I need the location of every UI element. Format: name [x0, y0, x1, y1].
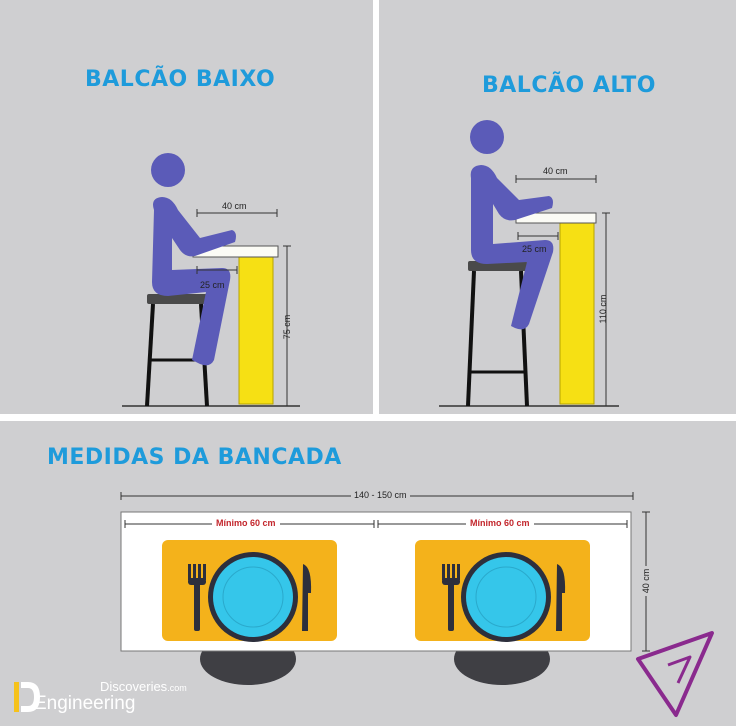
triangle-logo-icon	[636, 631, 714, 717]
knife-icon	[302, 564, 312, 631]
high-counter-illustration	[439, 120, 619, 407]
bench-panel: MEDIDAS DA BANCADA	[0, 421, 736, 726]
height-dimension-line	[602, 212, 610, 407]
discoveries-engineering-watermark: Discoveries.com Engineering	[12, 678, 212, 718]
bench-illustration	[120, 492, 714, 717]
fork-icon	[188, 564, 206, 631]
low-counter-panel: BALCÃO BAIXO	[0, 0, 373, 414]
bench-length-label: 140 - 150 cm	[351, 490, 410, 500]
depth-dimension-line	[515, 175, 597, 183]
place-left-label: Mínimo 60 cm	[212, 518, 280, 528]
watermark-bottom: Engineering	[34, 693, 136, 714]
bench-title: MEDIDAS DA BANCADA	[47, 445, 342, 470]
high-counter-panel: BALCÃO ALTO 40 cm 25	[379, 0, 736, 414]
depth-dimension-line	[196, 209, 278, 217]
bench-depth-label: 40 cm	[641, 566, 651, 596]
seated-person	[470, 120, 554, 330]
placemat-right	[415, 540, 590, 642]
low-height-label: 75 cm	[282, 314, 292, 340]
knife-icon	[556, 564, 566, 631]
placemat-left	[162, 540, 337, 642]
height-dimension-line	[283, 245, 291, 407]
knee-dimension-line	[517, 232, 559, 240]
low-knee-label: 25 cm	[200, 280, 225, 290]
watermark-top: Discoveries.com	[100, 679, 187, 694]
seated-person	[151, 153, 236, 366]
plate-icon	[461, 552, 551, 642]
plate-icon	[208, 552, 298, 642]
knee-dimension-line	[196, 266, 238, 274]
stool	[466, 261, 529, 407]
high-height-label: 110 cm	[598, 294, 608, 324]
low-depth-label: 40 cm	[222, 201, 247, 211]
high-counter-title: BALCÃO ALTO	[482, 73, 656, 98]
high-depth-label: 40 cm	[543, 166, 568, 176]
discoveries-logo-icon	[14, 682, 40, 712]
high-counter-column	[559, 222, 595, 405]
fork-icon	[442, 564, 460, 631]
high-knee-label: 25 cm	[522, 244, 547, 254]
place-right-label: Mínimo 60 cm	[466, 518, 534, 528]
low-counter-illustration	[122, 153, 300, 407]
low-counter-column	[238, 256, 274, 405]
low-counter-title: BALCÃO BAIXO	[85, 67, 276, 92]
